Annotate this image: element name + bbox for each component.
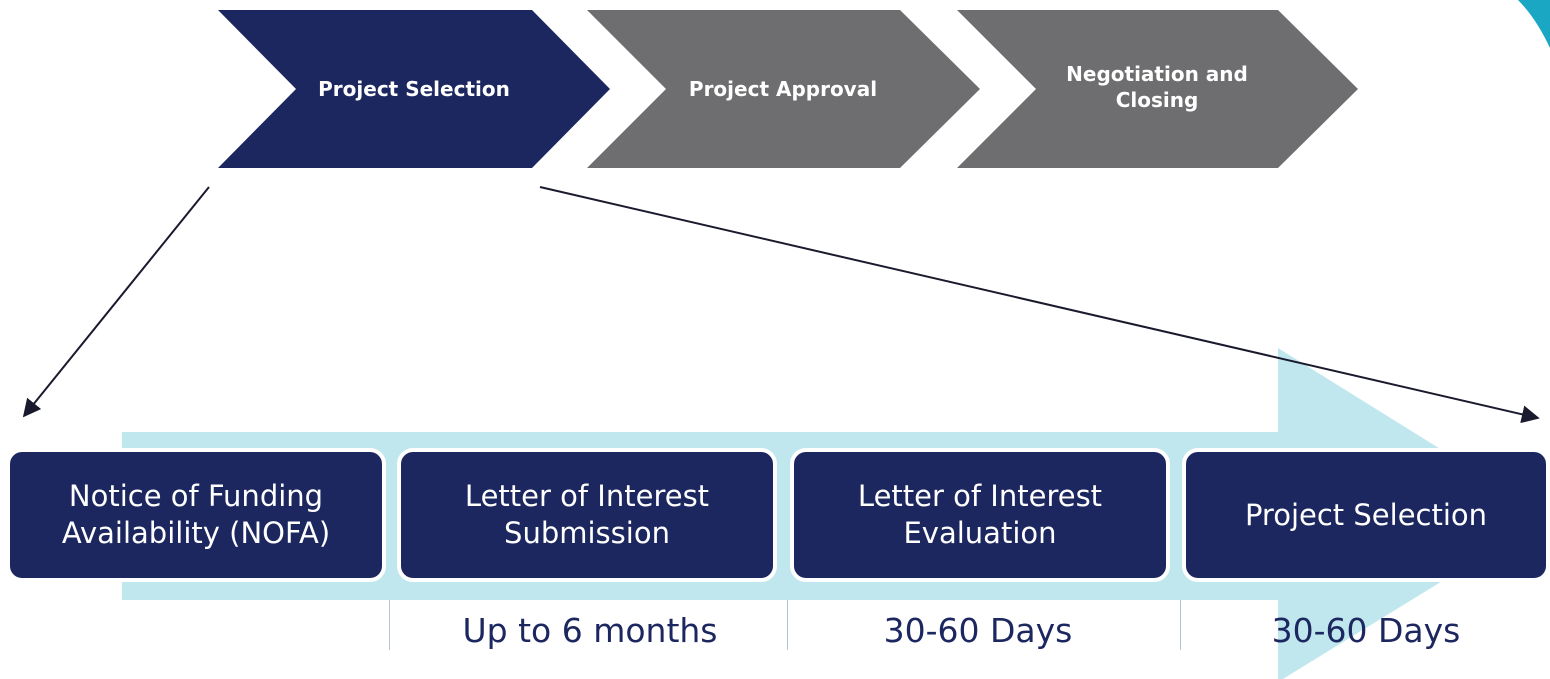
duration-project-selection: 30-60 Days <box>1271 610 1461 650</box>
stage-label-project-approval: Project Approval <box>688 77 878 101</box>
separator-line <box>1180 600 1181 650</box>
step-label-nofa: Notice of Funding Availability (NOFA) <box>61 479 331 550</box>
stage-label-project-selection: Project Selection <box>318 77 510 101</box>
connector-arrow-left <box>22 186 210 418</box>
duration-loi-submission: Up to 6 months <box>462 610 718 650</box>
step-label-loi-evaluation: Letter of Interest Evaluation <box>857 479 1103 550</box>
step-box-loi-submission[interactable]: Letter of Interest Submission <box>397 448 777 582</box>
stage-chevron-project-selection[interactable] <box>218 10 610 168</box>
separator-line <box>389 600 390 650</box>
separator-line <box>787 600 788 650</box>
logo-fragment-icon <box>1518 0 1550 48</box>
step-box-project-selection[interactable]: Project Selection <box>1182 448 1550 582</box>
stage-chevron-negotiation-closing[interactable] <box>957 10 1358 168</box>
step-box-nofa[interactable]: Notice of Funding Availability (NOFA) <box>6 448 386 582</box>
step-label-project-selection: Project Selection <box>1244 497 1488 532</box>
step-label-loi-submission: Letter of Interest Submission <box>464 479 710 550</box>
step-box-loi-evaluation[interactable]: Letter of Interest Evaluation <box>790 448 1170 582</box>
connector-arrow-right <box>539 186 1540 424</box>
stage-chevron-project-approval[interactable] <box>587 10 980 168</box>
duration-loi-evaluation: 30-60 Days <box>883 610 1073 650</box>
stage-label-negotiation-closing: Negotiation and Closing <box>1066 62 1248 112</box>
